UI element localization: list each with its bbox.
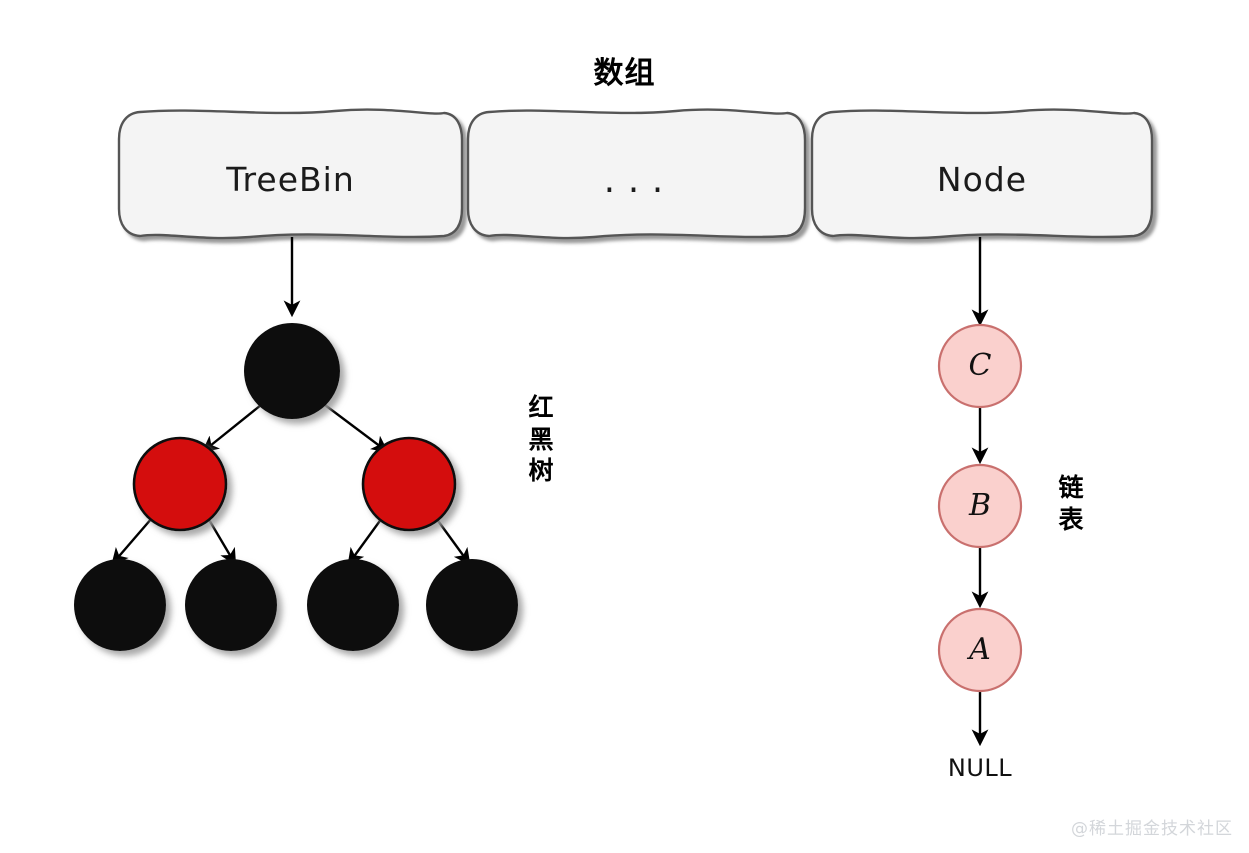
tree-edge-l1-left	[111, 517, 153, 566]
array-cell-node[interactable]	[810, 108, 1154, 240]
tree-label-char-1: 红	[528, 393, 554, 422]
tree-node-leaf-4[interactable]	[426, 559, 518, 651]
list-nodes	[937, 323, 1023, 693]
tree-node-red-left[interactable]	[132, 436, 228, 532]
tree-edge-root-left	[201, 404, 262, 453]
watermark: @稀土掘金技术社区	[1071, 819, 1233, 839]
tree-edges	[111, 404, 471, 566]
list-node-c[interactable]	[937, 323, 1023, 409]
tree-node-leaf-3[interactable]	[307, 559, 399, 651]
tree-label-char-2: 黑	[528, 424, 554, 454]
tree-node-leaf-2[interactable]	[185, 559, 277, 651]
list-node-a-label: A	[969, 632, 991, 667]
tree-edge-r1-right	[435, 517, 471, 566]
tree-nodes	[74, 323, 518, 651]
array-row	[117, 108, 1154, 240]
list-label-char-2: 表	[1058, 504, 1084, 534]
array-cell-treebin-label: TreeBin	[226, 160, 355, 199]
array-cell-ellipsis[interactable]	[466, 108, 807, 240]
list-node-b-label: B	[968, 488, 992, 523]
list-label-char-1: 链	[1058, 473, 1084, 502]
tree-edge-root-right	[324, 404, 389, 453]
page-title: 数组	[593, 56, 656, 91]
list-label: 链 表	[1054, 472, 1088, 535]
list-node-b[interactable]	[937, 463, 1023, 549]
tree-label: 红 黑 树	[524, 392, 558, 487]
array-cell-node-label: Node	[936, 160, 1028, 199]
tree-node-red-right[interactable]	[361, 436, 457, 532]
list-terminator-label: NULL	[947, 754, 1013, 782]
tree-edge-l1-right	[206, 517, 237, 566]
tree-label-char-3: 树	[528, 456, 554, 485]
tree-edge-r1-left	[347, 517, 383, 566]
array-cell-treebin[interactable]	[117, 108, 464, 240]
list-node-a[interactable]	[937, 607, 1023, 693]
list-node-c-label: C	[968, 348, 992, 383]
tree-node-leaf-1[interactable]	[74, 559, 166, 651]
tree-node-root[interactable]	[244, 323, 340, 419]
array-cell-ellipsis-label: ...	[600, 165, 673, 200]
